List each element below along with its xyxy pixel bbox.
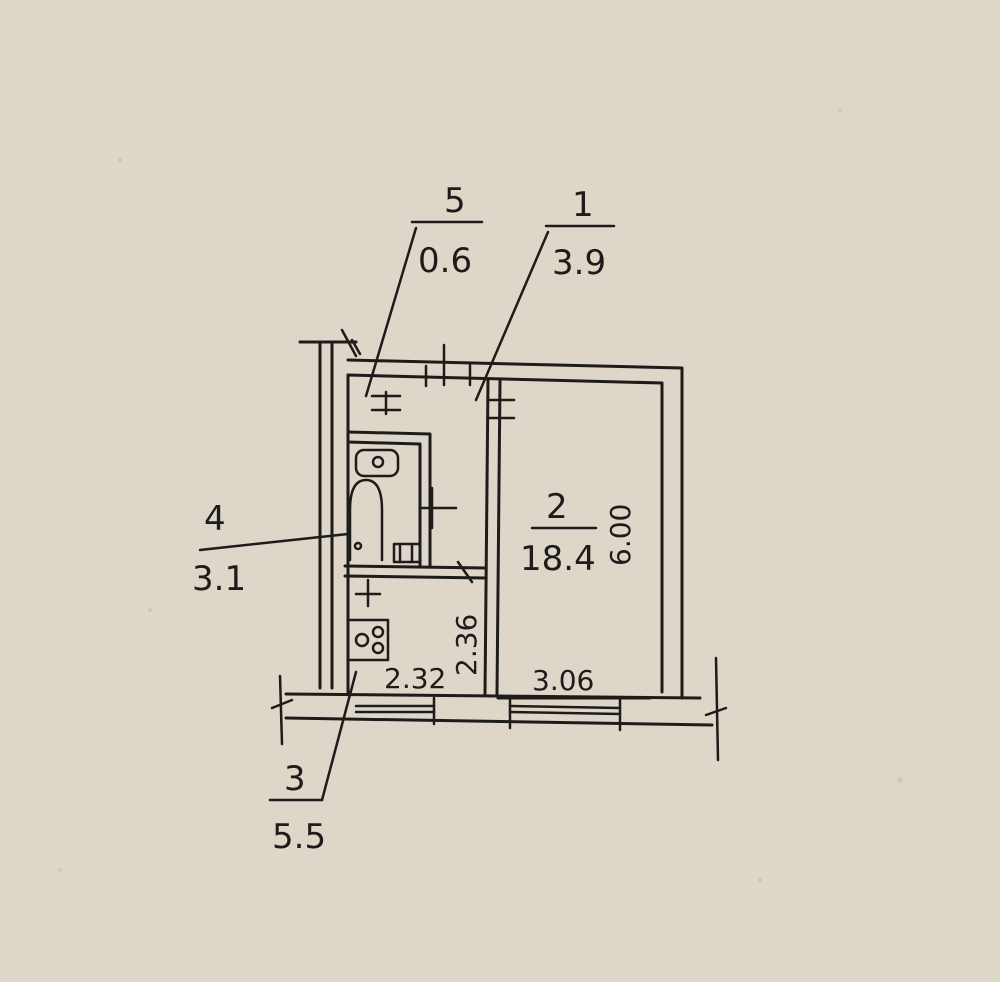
room-4-number: 4 bbox=[204, 499, 226, 539]
room-3-number: 3 bbox=[284, 759, 306, 799]
stove-icon bbox=[346, 618, 390, 662]
room-2-area: 18.4 bbox=[520, 539, 596, 579]
room-width-dimension: 3.06 bbox=[532, 664, 594, 697]
kitchen-width-dimension: 2.32 bbox=[384, 662, 446, 695]
room-3-area: 5.5 bbox=[272, 817, 326, 857]
bathtub-icon bbox=[348, 478, 384, 562]
door-marks bbox=[354, 343, 516, 608]
kitchen-depth-dimension: 2.36 bbox=[450, 614, 483, 676]
room-2-number: 2 bbox=[546, 487, 568, 527]
room-1-number: 1 bbox=[572, 185, 594, 225]
windows bbox=[354, 696, 622, 732]
room-length-dimension: 6.00 bbox=[604, 504, 637, 566]
sink-icon bbox=[354, 448, 400, 478]
paper-texture bbox=[58, 108, 903, 882]
room-1-area: 3.9 bbox=[552, 243, 606, 283]
room-4-area: 3.1 bbox=[192, 559, 246, 599]
dimension-ticks bbox=[270, 328, 728, 762]
room-5-area: 0.6 bbox=[418, 241, 472, 281]
toilet-icon bbox=[392, 542, 422, 564]
room-5-number: 5 bbox=[444, 181, 466, 221]
leader-lines bbox=[198, 220, 616, 802]
